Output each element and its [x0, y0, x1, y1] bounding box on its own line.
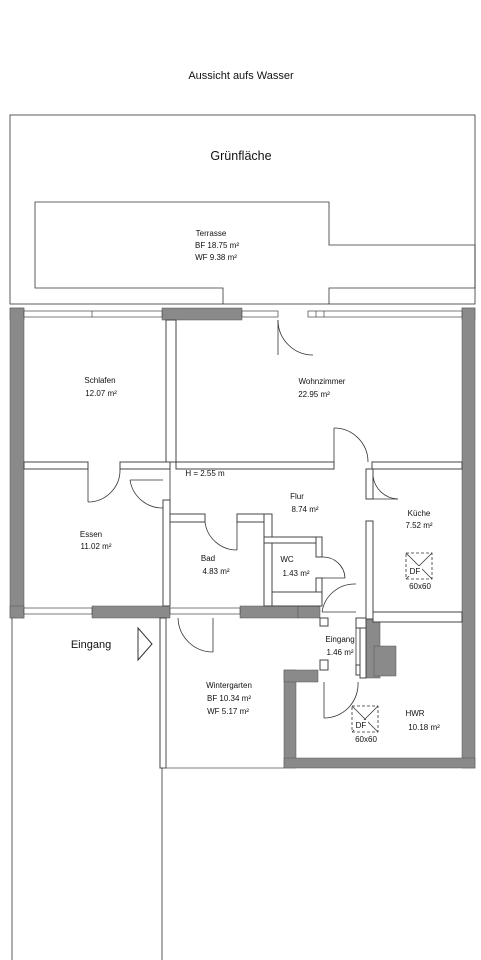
- room-schlafen-name: Schlafen: [84, 376, 115, 385]
- room-wintergarten-wf: WF 5.17 m²: [207, 707, 249, 716]
- room-wohnzimmer-name: Wohnzimmer: [299, 377, 346, 386]
- room-hwr-area: 10.18 m²: [408, 723, 440, 732]
- view-label: Aussicht aufs Wasser: [188, 70, 294, 82]
- doors: [87, 319, 399, 719]
- terrace-outline: [34, 201, 476, 304]
- room-essen-area: 11.02 m²: [81, 542, 112, 551]
- entrance-label: Eingang: [71, 639, 111, 651]
- skylight-kueche-size: 60x60: [409, 582, 431, 591]
- garden-area: [9, 114, 476, 305]
- wintergarten-glazing: [160, 618, 284, 769]
- room-hwr-name: HWR: [405, 709, 424, 718]
- room-essen-name: Essen: [80, 530, 102, 539]
- room-eingang-area: 1.46 m²: [326, 648, 353, 657]
- room-flur-area: 8.74 m²: [291, 505, 318, 514]
- ceiling-height: H = 2.55 m: [185, 469, 225, 478]
- skylight-kueche-code: DF: [410, 567, 421, 576]
- room-wohnzimmer-area: 22.95 m²: [298, 390, 330, 399]
- skylight-hwr-size: 60x60: [355, 735, 377, 744]
- room-bad-name: Bad: [201, 554, 215, 563]
- room-bad-area: 4.83 m²: [202, 567, 229, 576]
- top-windows: [23, 310, 463, 318]
- room-kueche-area: 7.52 m²: [405, 521, 432, 530]
- room-wintergarten-bf: BF 10.34 m²: [207, 694, 251, 703]
- room-wintergarten-name: Wintergarten: [206, 681, 252, 690]
- interior-walls: [23, 319, 463, 769]
- terrace-bf: BF 18.75 m²: [195, 241, 239, 250]
- room-flur-name: Flur: [290, 492, 304, 501]
- skylight-hwr-code: DF: [356, 721, 367, 730]
- room-wc-name: WC: [280, 555, 294, 564]
- property-lines: [11, 618, 163, 960]
- garden-label: Grünfläche: [210, 149, 271, 163]
- room-eingang-name: Eingang: [325, 635, 354, 644]
- terrace-wf: WF 9.38 m²: [195, 253, 237, 262]
- terrace-name: Terrasse: [196, 229, 227, 238]
- room-kueche-name: Küche: [408, 509, 431, 518]
- bottom-windows: [23, 607, 241, 615]
- room-wc-area: 1.43 m²: [282, 569, 309, 578]
- entrance-arrow-icon: [137, 626, 153, 662]
- room-schlafen-area: 12.07 m²: [85, 389, 117, 398]
